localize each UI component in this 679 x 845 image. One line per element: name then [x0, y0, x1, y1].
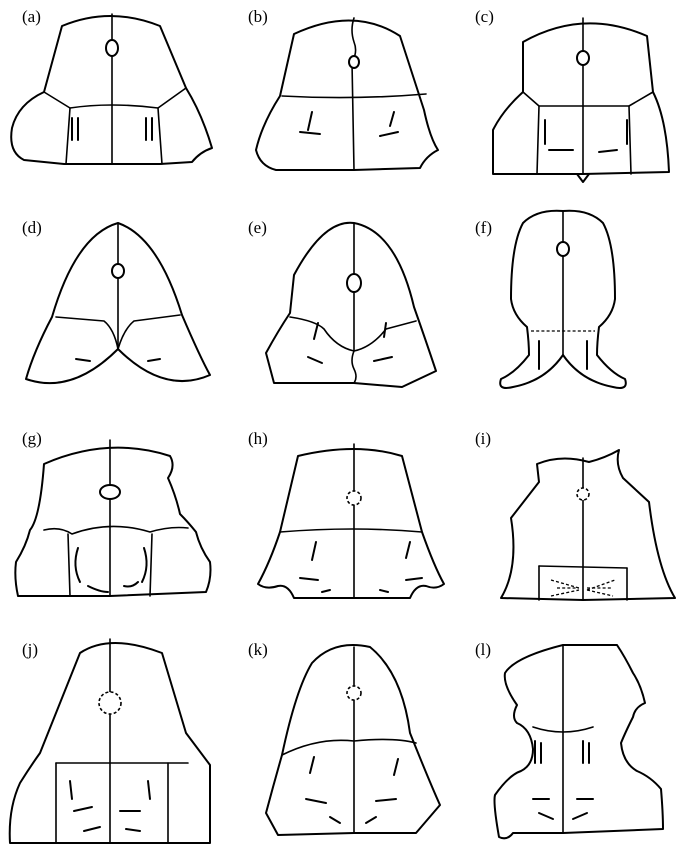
- mark-k-2: [394, 759, 398, 775]
- skull-roof-b-drawing: [226, 0, 452, 211]
- panel-g: (g): [0, 422, 226, 633]
- mark-g-4: [124, 582, 138, 587]
- skull-roof-g-drawing: [0, 422, 226, 633]
- panel-e: (e): [226, 211, 452, 422]
- panel-b: (b): [226, 0, 452, 211]
- mark-k-1: [310, 757, 314, 773]
- mark-h-1: [312, 542, 316, 560]
- mark-j-3: [74, 807, 92, 811]
- outline-l: [495, 645, 664, 838]
- pineal-foramen-d: [112, 264, 124, 278]
- notch-c: [577, 174, 589, 182]
- panel-f: (f): [453, 211, 679, 422]
- skull-roof-e-drawing: [226, 211, 452, 422]
- mark-j-2: [148, 781, 150, 799]
- pineal-foramen-i: [577, 488, 589, 500]
- lateral-suture-left-c: [537, 106, 539, 174]
- mark-g-1: [75, 548, 80, 582]
- mark-d-2: [148, 359, 160, 361]
- skull-roof-l-drawing: [453, 633, 679, 844]
- panel-a: (a): [0, 0, 226, 211]
- mark-h-6: [380, 590, 388, 592]
- mark-b-1: [308, 112, 312, 130]
- skull-roof-h-drawing: [226, 422, 452, 633]
- lateral-suture-left-a: [66, 108, 70, 164]
- mark-h-4: [406, 578, 422, 580]
- mark-b-3: [300, 132, 320, 134]
- mark-k-5: [330, 817, 340, 823]
- transverse-suture-g: [44, 526, 188, 534]
- mark-e-4: [374, 357, 392, 361]
- mark-h-3: [300, 578, 318, 580]
- mark-j-1: [70, 781, 72, 799]
- mark-h-5: [322, 590, 330, 592]
- skull-roof-d-drawing: [0, 211, 226, 422]
- transverse-suture-k: [282, 739, 416, 755]
- skull-roof-k-drawing: [226, 633, 452, 844]
- transverse-suture-b: [282, 94, 426, 98]
- skull-roof-i-drawing: [453, 422, 679, 633]
- pineal-foramen-e: [347, 274, 361, 292]
- panel-k: (k): [226, 633, 452, 844]
- mark-l-8: [573, 813, 587, 819]
- mark-k-3: [306, 799, 326, 803]
- mark-k-4: [376, 799, 396, 801]
- mark-j-5: [84, 827, 100, 831]
- mark-e-2: [384, 323, 386, 337]
- pineal-foramen-a: [106, 40, 118, 56]
- outline-i: [501, 450, 675, 600]
- dashed-mark-i-5: [587, 590, 613, 596]
- mark-c-4: [599, 150, 617, 152]
- midline-suture-b: [352, 18, 356, 170]
- transverse-suture-h: [280, 529, 422, 532]
- transverse-suture-e: [290, 317, 416, 351]
- dashed-mark-i-2: [551, 590, 579, 596]
- transverse-suture-c: [523, 92, 653, 106]
- panel-c: (c): [453, 0, 679, 211]
- mark-b-4: [380, 132, 398, 136]
- mark-e-3: [308, 357, 322, 363]
- outline-e: [266, 223, 436, 387]
- mark-b-2: [390, 112, 394, 126]
- panel-j: (j): [0, 633, 226, 844]
- outline-h: [258, 449, 444, 598]
- lateral-suture-left-g: [68, 534, 70, 596]
- lateral-suture-right-c: [629, 106, 631, 174]
- dashed-mark-i-1: [551, 580, 579, 588]
- pineal-foramen-f: [557, 242, 569, 256]
- panel-h: (h): [226, 422, 452, 633]
- panel-l: (l): [453, 633, 679, 844]
- mark-g-3: [88, 586, 108, 592]
- outline-g: [15, 448, 210, 596]
- pineal-foramen-h: [347, 491, 361, 505]
- mark-h-2: [406, 542, 410, 558]
- outline-k: [266, 645, 440, 835]
- pineal-foramen-b: [349, 56, 359, 68]
- pineal-foramen-c: [577, 51, 589, 65]
- mark-k-6: [366, 817, 376, 823]
- pineal-foramen-j: [99, 692, 121, 714]
- mark-d-1: [76, 359, 90, 361]
- lateral-suture-right-a: [158, 108, 162, 164]
- skull-roof-j-drawing: [0, 633, 226, 844]
- mark-e-1: [314, 323, 318, 339]
- mark-g-2: [142, 548, 147, 582]
- skull-roof-f-drawing: [453, 211, 679, 422]
- panel-i: (i): [453, 422, 679, 633]
- transverse-suture-a: [44, 88, 186, 108]
- midline-suture-e: [352, 223, 356, 383]
- pineal-foramen-k: [347, 686, 361, 700]
- mark-l-7: [539, 813, 553, 819]
- pineal-foramen-g: [100, 485, 120, 499]
- lateral-suture-right-g: [150, 534, 152, 596]
- skull-roof-c-drawing: [453, 0, 679, 211]
- skull-roof-a-drawing: [0, 0, 226, 211]
- panel-d: (d): [0, 211, 226, 422]
- mark-j-6: [126, 829, 140, 831]
